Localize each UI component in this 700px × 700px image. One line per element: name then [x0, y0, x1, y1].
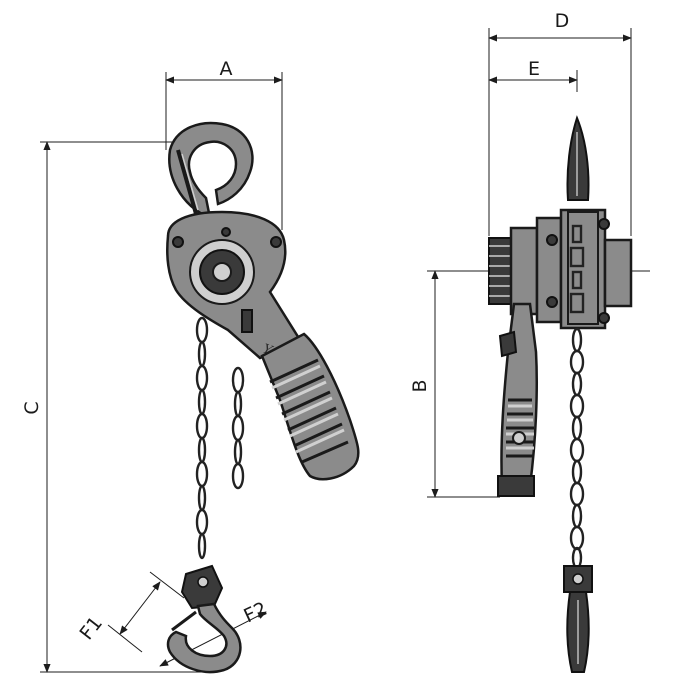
- bottom-hook-side: [563, 565, 593, 673]
- side-view-hoist: [488, 115, 633, 673]
- dimension-c: C: [21, 141, 210, 673]
- top-hook: [168, 121, 254, 221]
- hoist-body: Yale: [166, 210, 302, 365]
- label-b: B: [409, 379, 431, 392]
- dimension-a: A: [165, 58, 283, 230]
- dimension-e: E: [488, 58, 578, 92]
- label-e: E: [528, 58, 540, 80]
- slack-chain-front: [231, 366, 245, 490]
- label-a: A: [220, 58, 233, 80]
- gear-housing-side: [488, 208, 633, 330]
- inner-chain-side: [569, 224, 585, 314]
- label-d: D: [555, 10, 570, 32]
- label-f1: F1: [76, 612, 108, 644]
- dimension-d: D: [488, 10, 632, 236]
- label-c: C: [21, 401, 43, 414]
- top-hook-side: [566, 115, 590, 201]
- bottom-hook: [166, 564, 242, 674]
- load-chain-front: [195, 316, 209, 560]
- load-chain-side: [569, 327, 585, 570]
- front-view-hoist: Yale: [166, 121, 360, 674]
- lever-handle-side: [497, 302, 538, 497]
- lever-handle: [260, 332, 360, 481]
